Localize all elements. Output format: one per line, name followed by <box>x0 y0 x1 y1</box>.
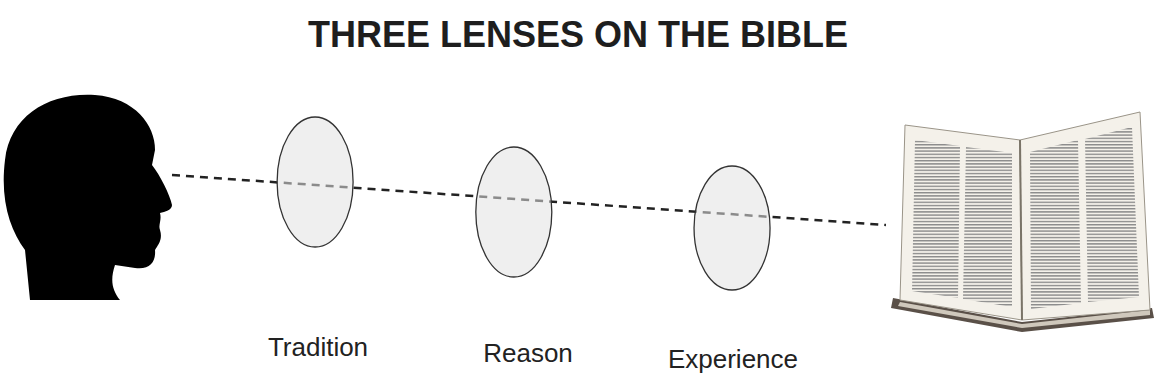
diagram-title: THREE LENSES ON THE BIBLE <box>0 14 1156 56</box>
lens: Experience <box>660 164 804 381</box>
lens-ellipse <box>476 147 552 277</box>
lens-label: Tradition <box>268 332 368 363</box>
lens-ellipse <box>694 166 770 290</box>
lens-label: Experience <box>668 344 798 375</box>
lens: Tradition <box>256 115 374 369</box>
lens-label: Reason <box>483 338 573 369</box>
head-silhouette <box>4 95 172 300</box>
lens: Reason <box>449 145 579 375</box>
lens-ellipse <box>277 117 353 247</box>
book-illustration <box>891 112 1154 332</box>
lens-outline <box>256 115 374 369</box>
